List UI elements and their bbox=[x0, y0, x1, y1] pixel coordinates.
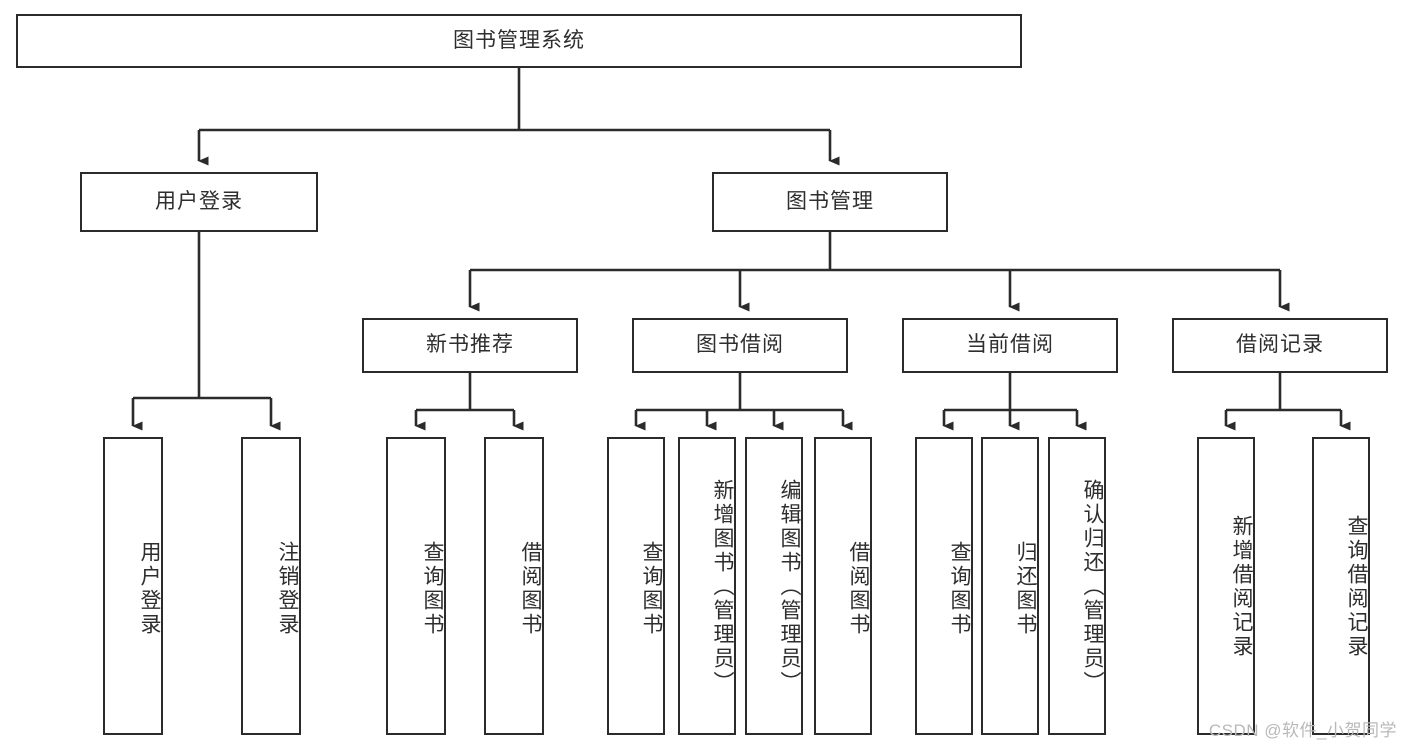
node-leaf-注销登录[interactable]: 注销登录 bbox=[241, 437, 301, 735]
node-label: 用户登录 bbox=[155, 189, 243, 213]
node-l3-借阅记录[interactable]: 借阅记录 bbox=[1172, 318, 1388, 373]
node-leaf-查询图书[interactable]: 查询图书 bbox=[915, 437, 973, 735]
node-label: 查询图书 bbox=[640, 541, 663, 637]
node-leaf-查询借阅记录[interactable]: 查询借阅记录 bbox=[1312, 437, 1370, 735]
node-l2-图书管理[interactable]: 图书管理 bbox=[712, 172, 948, 232]
node-label: 注销登录 bbox=[276, 541, 299, 637]
node-label: 新增图书（管理员） bbox=[711, 479, 734, 695]
node-leaf-借阅图书[interactable]: 借阅图书 bbox=[484, 437, 544, 735]
node-root-图书管理系统[interactable]: 图书管理系统 bbox=[16, 14, 1022, 68]
node-l3-图书借阅[interactable]: 图书借阅 bbox=[632, 318, 848, 373]
node-label: 查询图书 bbox=[948, 541, 971, 637]
node-label: 编辑图书（管理员） bbox=[778, 479, 801, 695]
node-leaf-确认归还管理员[interactable]: 确认归还（管理员） bbox=[1048, 437, 1106, 735]
node-label: 新增借阅记录 bbox=[1230, 515, 1253, 659]
node-label: 图书管理系统 bbox=[453, 28, 585, 52]
node-leaf-借阅图书[interactable]: 借阅图书 bbox=[814, 437, 872, 735]
node-label: 借阅记录 bbox=[1236, 333, 1324, 357]
node-label: 归还图书 bbox=[1014, 541, 1037, 637]
node-label: 图书借阅 bbox=[696, 333, 784, 357]
csdn-watermark: CSDN @软件_小贺同学 bbox=[1208, 721, 1397, 740]
node-label: 查询借阅记录 bbox=[1345, 515, 1368, 659]
node-l3-新书推荐[interactable]: 新书推荐 bbox=[362, 318, 578, 373]
node-label: 新书推荐 bbox=[426, 333, 514, 357]
node-leaf-查询图书[interactable]: 查询图书 bbox=[386, 437, 446, 735]
node-label: 借阅图书 bbox=[847, 541, 870, 637]
node-label: 当前借阅 bbox=[966, 333, 1054, 357]
node-l3-当前借阅[interactable]: 当前借阅 bbox=[902, 318, 1118, 373]
node-leaf-新增借阅记录[interactable]: 新增借阅记录 bbox=[1197, 437, 1255, 735]
node-leaf-查询图书[interactable]: 查询图书 bbox=[607, 437, 665, 735]
node-label: 查询图书 bbox=[421, 541, 444, 637]
node-label: 借阅图书 bbox=[519, 541, 542, 637]
node-leaf-新增图书管理员[interactable]: 新增图书（管理员） bbox=[678, 437, 736, 735]
node-label: 用户登录 bbox=[138, 541, 161, 637]
node-l2-用户登录[interactable]: 用户登录 bbox=[80, 172, 318, 232]
node-leaf-用户登录[interactable]: 用户登录 bbox=[103, 437, 163, 735]
node-leaf-编辑图书管理员[interactable]: 编辑图书（管理员） bbox=[745, 437, 803, 735]
node-label: 确认归还（管理员） bbox=[1081, 479, 1104, 695]
node-leaf-归还图书[interactable]: 归还图书 bbox=[981, 437, 1039, 735]
node-label: 图书管理 bbox=[786, 189, 874, 213]
